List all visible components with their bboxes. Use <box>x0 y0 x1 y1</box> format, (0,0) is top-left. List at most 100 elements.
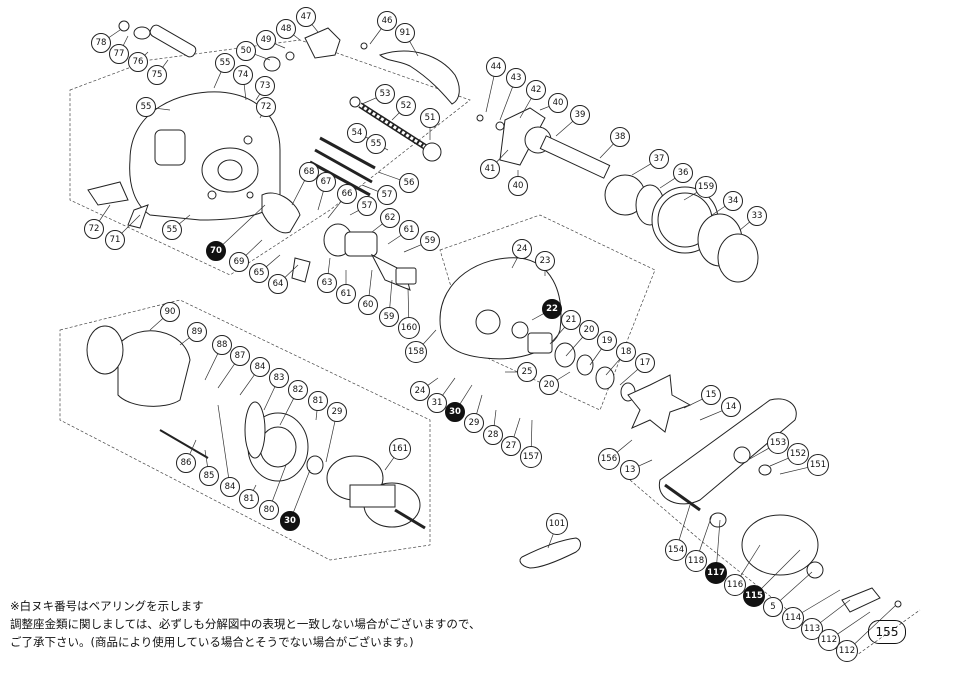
callout-circle <box>128 52 148 72</box>
leader-line <box>239 374 255 396</box>
callout-number: 62 <box>385 213 396 223</box>
callout-60: 60 <box>358 269 378 315</box>
callout-circle <box>635 353 655 373</box>
callout-circle <box>818 629 840 651</box>
callout-14: 14 <box>699 397 741 421</box>
callout-circle <box>336 284 356 304</box>
callout-number: 118 <box>688 556 704 566</box>
callout-number: 29 <box>332 407 343 417</box>
leader-line <box>519 98 532 119</box>
leader-line <box>361 184 379 192</box>
callout-160: 160 <box>398 287 420 339</box>
callout-number: 67 <box>321 177 332 187</box>
callout-circle <box>548 93 568 113</box>
callout-23: 23 <box>535 251 555 276</box>
callout-number: 49 <box>261 35 272 45</box>
leader-line <box>699 514 713 552</box>
callout-161: 161 <box>384 438 411 471</box>
callout-number: 75 <box>152 70 163 80</box>
callout-circle <box>501 436 521 456</box>
leader-line <box>108 29 121 38</box>
callout-number: 39 <box>575 110 586 120</box>
callout-17: 17 <box>619 353 655 386</box>
callout-number: 112 <box>821 635 837 645</box>
callout-circle <box>743 585 765 607</box>
callout-87: 87 <box>217 346 250 389</box>
callout-49: 49 <box>256 30 286 50</box>
callout-circle <box>486 57 506 77</box>
side-cover-lower <box>86 325 426 530</box>
callout-circle <box>396 96 416 116</box>
callout-114: 114 <box>782 589 841 629</box>
callout-number: 113 <box>804 624 820 634</box>
callout-circle <box>215 53 235 73</box>
callout-number: 37 <box>654 154 665 164</box>
callout-number: 13 <box>625 465 636 475</box>
leader-line <box>605 358 621 376</box>
callout-64: 64 <box>268 264 299 294</box>
leader-line <box>384 147 389 151</box>
callout-circle <box>399 173 419 193</box>
callout-circle <box>239 489 259 509</box>
callout-circle <box>483 425 503 445</box>
callout-47: 47 <box>296 7 319 33</box>
callout-117: 117 <box>705 519 727 584</box>
callout-circle <box>480 159 500 179</box>
leader-line <box>252 484 257 491</box>
callout-72: 72 <box>84 204 111 239</box>
callout-circle <box>347 123 367 143</box>
callout-number: 42 <box>531 85 542 95</box>
callout-30: 30 <box>280 469 311 531</box>
callout-circle <box>105 230 125 250</box>
callout-circle <box>539 375 559 395</box>
leader-line <box>422 329 437 345</box>
callout-circle <box>398 317 420 339</box>
callout-5: 5 <box>763 571 813 617</box>
callout-circle <box>255 76 275 96</box>
callout-number: 40 <box>513 181 524 191</box>
leader-line <box>179 337 190 346</box>
leader-line <box>369 28 382 45</box>
callout-circle <box>542 299 562 319</box>
worm-shaft <box>349 96 442 162</box>
leader-line <box>547 533 554 549</box>
callout-number: 22 <box>546 304 558 314</box>
leader-line <box>683 398 703 409</box>
leader-line <box>361 97 377 105</box>
callout-number: 46 <box>382 16 393 26</box>
leader-line <box>149 318 164 331</box>
callout-number: 112 <box>839 646 855 656</box>
guide-rods <box>309 136 376 197</box>
leader-line <box>549 326 566 345</box>
leader-line <box>384 457 395 471</box>
leader-line <box>747 447 770 461</box>
callout-circle <box>187 322 207 342</box>
callout-number: 33 <box>752 211 763 221</box>
leader-line <box>599 143 614 159</box>
callout-18: 18 <box>605 342 636 376</box>
callout-88: 88 <box>204 335 232 381</box>
callout-number: 87 <box>235 351 246 361</box>
callout-59: 59 <box>379 279 399 327</box>
callout-number: 61 <box>404 225 415 235</box>
callout-75: 75 <box>147 59 169 85</box>
leader-line <box>565 336 583 357</box>
leader-line <box>293 469 311 513</box>
callout-circle <box>259 500 279 520</box>
leader-line <box>801 589 841 613</box>
callout-circle <box>747 206 767 226</box>
callout-number: 154 <box>668 545 684 555</box>
callout-circle <box>269 368 289 388</box>
leader-line <box>589 348 602 366</box>
leader-line <box>371 223 383 233</box>
leader-line <box>499 86 513 121</box>
callout-circle <box>160 302 180 322</box>
callout-number: 157 <box>523 452 539 462</box>
callout-81: 81 <box>239 484 259 509</box>
callout-84: 84 <box>217 404 240 497</box>
leader-line <box>659 177 676 189</box>
callout-number: 84 <box>255 362 266 372</box>
callout-number: 83 <box>274 373 285 383</box>
leader-line <box>820 599 851 623</box>
